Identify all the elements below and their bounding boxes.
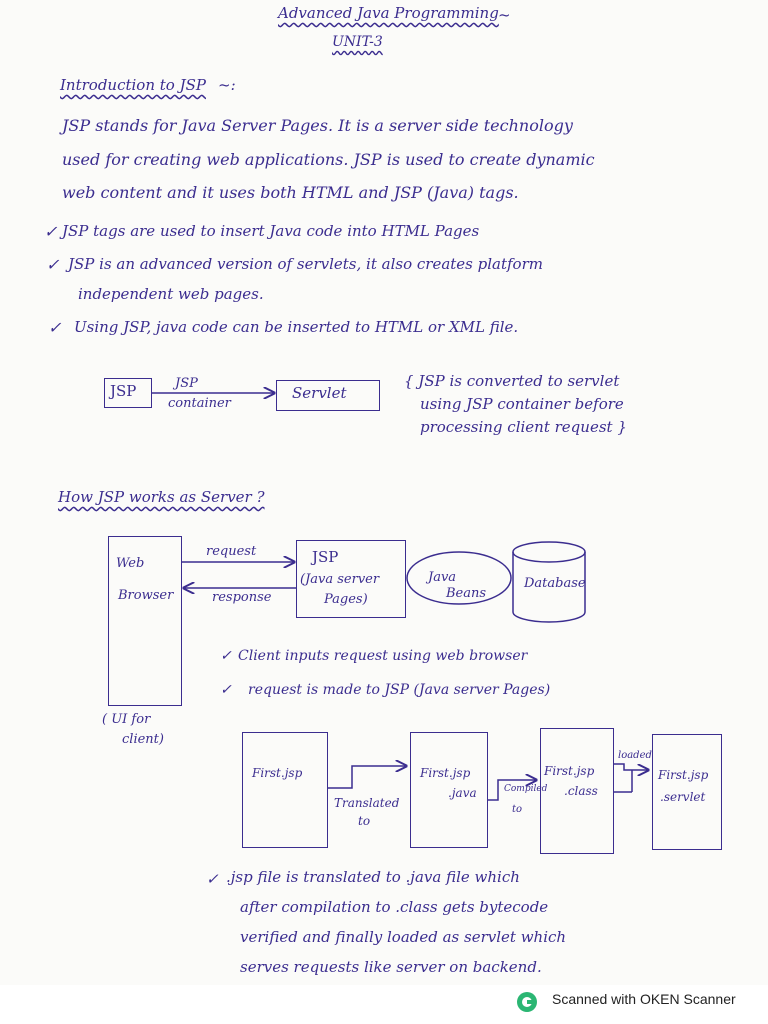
- compiled-label-2: to: [512, 804, 523, 815]
- database-label: Database: [524, 576, 586, 591]
- servlet-file-label-2: .servlet: [660, 790, 706, 804]
- intro-para-line-1: JSP stands for Java Server Pages. It is …: [62, 116, 573, 135]
- intro-heading: Introduction to JSP: [60, 76, 206, 94]
- notebook-page: [0, 0, 768, 985]
- diagram1-note-2: using JSP container before: [420, 395, 624, 413]
- final-line-2: after compilation to .class gets bytecod…: [240, 898, 549, 916]
- translated-label-2: to: [358, 814, 371, 828]
- class-file-box: [540, 728, 614, 854]
- jsp-server-box: [296, 540, 406, 618]
- title-tilde: ~: [498, 6, 511, 24]
- translated-label-1: Translated: [334, 796, 400, 810]
- jsp-server-sub2: Pages): [324, 592, 368, 607]
- java-file-label-2: .java: [448, 786, 477, 800]
- web-label: Web: [116, 556, 145, 571]
- servlet-file-label-1: First.jsp: [658, 768, 709, 782]
- first-jsp-label: First.jsp: [252, 766, 303, 780]
- compiled-label-1: Compiled: [504, 784, 548, 794]
- diagram-strokes: [152, 0, 768, 801]
- jsp-box-label: JSP: [110, 382, 137, 400]
- unit-label: UNIT-3: [332, 34, 383, 50]
- scanner-footer: [0, 985, 768, 1024]
- loaded-label: loaded: [618, 750, 652, 761]
- intro-heading-suffix: ~:: [218, 76, 236, 94]
- class-file-label-2: .class: [564, 784, 598, 798]
- jsp-box: [104, 378, 152, 408]
- servlet-file-box: [652, 734, 722, 850]
- web-browser-box: [108, 536, 182, 706]
- intro-para-line-2: used for creating web applications. JSP …: [62, 150, 595, 169]
- check-icon: ✓: [220, 648, 232, 664]
- browser-label: Browser: [118, 588, 174, 603]
- servlet-box-label: Servlet: [292, 384, 347, 402]
- scanner-watermark-text: Scanned with OKEN Scanner: [552, 991, 736, 1007]
- check-icon: ✓: [206, 870, 219, 888]
- class-file-label-1: First.jsp: [544, 764, 595, 778]
- final-line-1: .jsp file is translated to .java file wh…: [226, 868, 520, 886]
- intro-bullet-2: JSP is an advanced version of servlets, …: [68, 255, 543, 273]
- scanner-logo-icon: [517, 992, 537, 1012]
- jsp-server-sub1: (Java server: [300, 572, 380, 587]
- diagram2-bullet-1: Client inputs request using web browser: [238, 648, 528, 664]
- diagram1-note-3: processing client request }: [420, 418, 627, 436]
- jsp-server-title: JSP: [312, 548, 339, 566]
- intro-bullet-1: JSP tags are used to insert Java code in…: [62, 222, 480, 240]
- check-icon: ✓: [220, 682, 232, 698]
- response-label: response: [212, 590, 272, 605]
- page-title: Advanced Java Programming: [278, 4, 499, 22]
- final-line-4: serves requests like server on backend.: [240, 958, 542, 976]
- first-jsp-box: [242, 732, 328, 848]
- java-file-box: [410, 732, 488, 848]
- arrow-label-top: JSP: [175, 376, 198, 391]
- java-beans-line1: Java: [428, 570, 457, 585]
- check-icon: ✓: [46, 255, 60, 274]
- diagram1-note-1: { JSP is converted to servlet: [404, 372, 620, 390]
- check-icon: ✓: [48, 318, 62, 337]
- diagram2-bullet-2: request is made to JSP (Java server Page…: [248, 682, 551, 698]
- java-beans-line2: Beans: [446, 586, 487, 601]
- intro-bullet-2-cont: independent web pages.: [78, 285, 264, 303]
- java-file-label-1: First.jsp: [420, 766, 471, 780]
- arrow-label-bottom: container: [168, 396, 231, 411]
- final-line-3: verified and finally loaded as servlet w…: [240, 928, 567, 946]
- ui-note-2: client): [122, 732, 164, 747]
- intro-para-line-3: web content and it uses both HTML and JS…: [62, 183, 519, 202]
- intro-bullet-3: Using JSP, java code can be inserted to …: [74, 318, 519, 336]
- request-label: request: [206, 544, 257, 559]
- section2-heading: How JSP works as Server ?: [58, 488, 265, 506]
- check-icon: ✓: [44, 222, 58, 241]
- servlet-box: [276, 380, 380, 411]
- ui-note-1: ( UI for: [102, 712, 151, 727]
